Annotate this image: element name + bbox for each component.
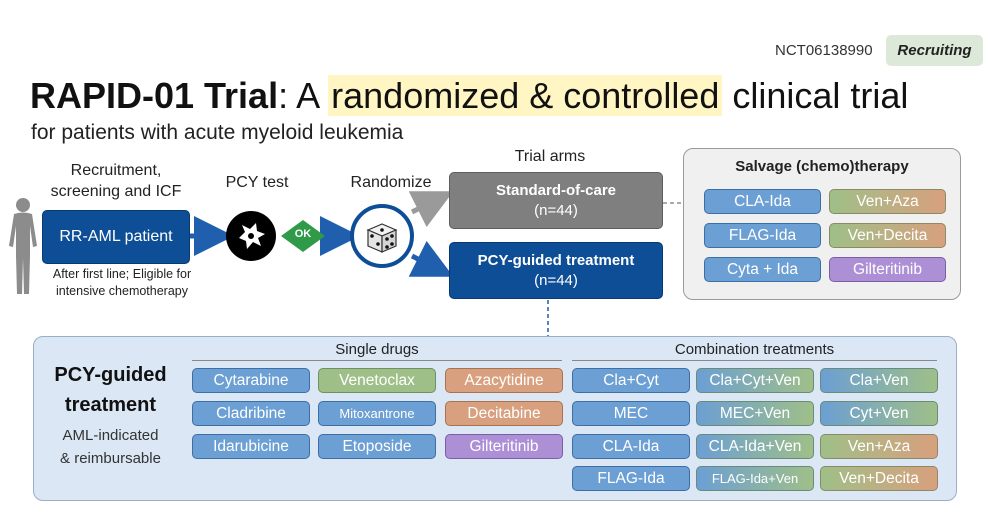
patient-note: After first line; Eligible for intensive…: [42, 266, 202, 300]
combo-treatment: CLA-Ida: [572, 434, 690, 459]
page-title: RAPID-01 Trial: A randomized & controlle…: [30, 75, 908, 117]
arrow-to-standard: [408, 191, 454, 228]
title-highlight: randomized & controlled: [328, 75, 723, 116]
arm1-n: (n=44): [534, 202, 578, 219]
recruitment-label-line2: screening and ICF: [50, 183, 182, 200]
single-drug: Cladribine: [192, 401, 310, 426]
combo-treatment: FLAG-Ida: [572, 466, 690, 491]
combo-treatment: CLA-Ida+Ven: [696, 434, 814, 459]
salvage-item: Gilteritinib: [829, 257, 946, 282]
combo-treatment: MEC+Ven: [696, 401, 814, 426]
salvage-item: Ven+Decita: [829, 223, 946, 248]
page-subtitle: for patients with acute myeloid leukemia: [31, 121, 404, 144]
trial-id: NCT06138990: [775, 42, 873, 59]
single-drug: Venetoclax: [318, 368, 436, 393]
salvage-item: Cyta + Ida: [704, 257, 821, 282]
pcy-panel-title: PCY-guided treatment: [33, 360, 188, 420]
single-drugs-divider: [192, 360, 562, 361]
title-colon: : A: [278, 75, 329, 116]
single-drug: Etoposide: [318, 434, 436, 459]
arm-pcy-guided: PCY-guided treatment (n=44): [449, 242, 663, 299]
combo-treatment: Cyt+Ven: [820, 401, 938, 426]
single-drug: Idarubicine: [192, 434, 310, 459]
pcy-panel-note: AML-indicated & reimbursable: [33, 424, 188, 470]
status-badge: Recruiting: [886, 35, 983, 66]
salvage-item: Ven+Aza: [829, 189, 946, 214]
arm2-title: PCY-guided treatment: [477, 252, 635, 269]
title-rest: clinical trial: [722, 75, 909, 116]
arm-standard-of-care: Standard-of-care (n=44): [449, 172, 663, 229]
patient-box: RR-AML patient: [42, 210, 190, 264]
single-drug: Mitoxantrone: [318, 401, 436, 426]
patient-note-line1: After first line; Eligible for: [52, 267, 192, 281]
cell-test-icon: [226, 211, 276, 261]
patient-note-line2: intensive chemotherapy: [55, 284, 189, 298]
trial-arms-label: Trial arms: [514, 148, 586, 165]
dice-icon: [350, 204, 414, 268]
combo-treatment: Ven+Decita: [820, 466, 938, 491]
combination-divider: [572, 360, 937, 361]
combo-treatment: Cla+Ven: [820, 368, 938, 393]
salvage-item: CLA-Ida: [704, 189, 821, 214]
single-drug: Decitabine: [445, 401, 563, 426]
combo-treatment: FLAG-Ida+Ven: [696, 466, 814, 491]
pcy-test-label: PCY test: [225, 174, 289, 191]
pcy-panel-note-line2: & reimbursable: [60, 450, 161, 467]
recruitment-label-line1: Recruitment,: [70, 162, 162, 179]
title-bold: RAPID-01 Trial: [30, 75, 279, 116]
combo-treatment: Cla+Cyt+Ven: [696, 368, 814, 393]
pcy-panel-note-line1: AML-indicated: [62, 427, 159, 444]
single-drug: Gilteritinib: [445, 434, 563, 459]
pcy-panel-title-line1: PCY-guided: [54, 364, 167, 386]
arm1-title: Standard-of-care: [495, 182, 617, 199]
combo-treatment: Ven+Aza: [820, 434, 938, 459]
human-silhouette-icon: [9, 198, 37, 294]
single-drug: Azacytidine: [445, 368, 563, 393]
combo-treatment: MEC: [572, 401, 690, 426]
ok-diamond: [281, 220, 325, 252]
salvage-item: FLAG-Ida: [704, 223, 821, 248]
arrow-to-pcy: [408, 240, 454, 277]
combination-header: Combination treatments: [674, 341, 835, 358]
single-drugs-header: Single drugs: [335, 341, 419, 358]
pcy-panel-title-line2: treatment: [64, 394, 157, 416]
arm2-n: (n=44): [534, 272, 578, 289]
ok-label: OK: [294, 228, 312, 240]
salvage-title: Salvage (chemo)therapy: [735, 158, 909, 175]
randomize-label: Randomize: [350, 174, 432, 191]
single-drug: Cytarabine: [192, 368, 310, 393]
recruitment-label: Recruitment, screening and ICF: [40, 160, 192, 202]
combo-treatment: Cla+Cyt: [572, 368, 690, 393]
